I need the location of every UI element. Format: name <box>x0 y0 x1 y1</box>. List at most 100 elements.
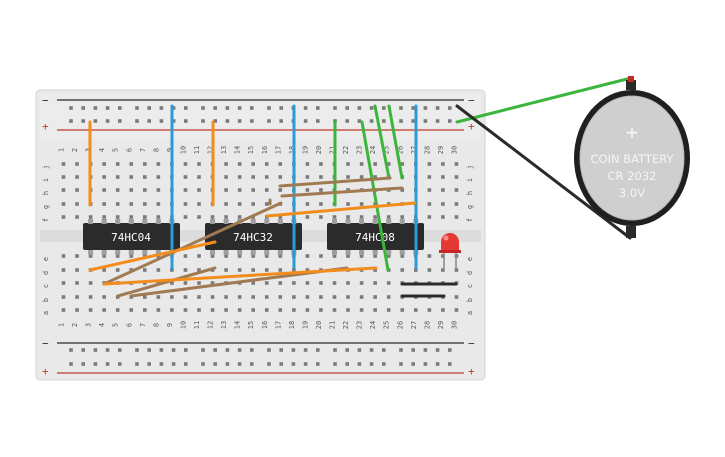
breadboard-hole[interactable] <box>373 295 377 299</box>
breadboard-hole[interactable] <box>115 215 120 219</box>
breadboard-hole[interactable] <box>454 175 459 179</box>
breadboard-hole[interactable] <box>278 268 283 272</box>
breadboard-hole[interactable] <box>441 202 445 206</box>
breadboard-hole[interactable] <box>115 202 120 206</box>
breadboard-hole[interactable] <box>225 362 230 366</box>
breadboard-hole[interactable] <box>427 188 432 192</box>
breadboard-hole[interactable] <box>69 106 73 110</box>
breadboard-hole[interactable] <box>88 215 93 219</box>
breadboard-hole[interactable] <box>291 362 296 366</box>
breadboard-hole[interactable] <box>213 362 217 366</box>
breadboard-hole[interactable] <box>115 268 120 272</box>
breadboard-hole[interactable] <box>267 362 271 366</box>
breadboard-hole[interactable] <box>61 175 66 179</box>
breadboard-hole[interactable] <box>170 308 174 312</box>
breadboard-hole[interactable] <box>267 106 271 110</box>
breadboard-hole[interactable] <box>93 348 98 352</box>
breadboard-hole[interactable] <box>346 202 350 206</box>
breadboard-hole[interactable] <box>414 268 418 272</box>
breadboard-hole[interactable] <box>143 202 147 206</box>
breadboard-hole[interactable] <box>454 215 459 219</box>
breadboard-hole[interactable] <box>102 268 106 272</box>
breadboard-hole[interactable] <box>454 295 459 299</box>
breadboard-hole[interactable] <box>411 106 415 110</box>
breadboard-hole[interactable] <box>237 202 242 206</box>
breadboard-hole[interactable] <box>115 162 120 166</box>
wire-green[interactable] <box>387 104 404 180</box>
breadboard-hole[interactable] <box>224 254 228 258</box>
breadboard-hole[interactable] <box>369 119 374 123</box>
breadboard-hole[interactable] <box>237 175 242 179</box>
chip-74hc08[interactable]: 74HC08 <box>327 223 424 250</box>
breadboard-hole[interactable] <box>386 308 391 312</box>
breadboard-hole[interactable] <box>210 281 215 285</box>
breadboard-hole[interactable] <box>264 202 269 206</box>
breadboard-hole[interactable] <box>316 106 320 110</box>
breadboard-hole[interactable] <box>171 119 176 123</box>
breadboard-hole[interactable] <box>171 362 176 366</box>
breadboard-hole[interactable] <box>423 106 428 110</box>
breadboard-hole[interactable] <box>250 362 254 366</box>
breadboard-hole[interactable] <box>373 268 377 272</box>
breadboard-hole[interactable] <box>382 362 386 366</box>
wire-black-battery[interactable] <box>455 104 632 240</box>
breadboard-hole[interactable] <box>359 254 364 258</box>
breadboard-hole[interactable] <box>278 188 283 192</box>
breadboard-hole[interactable] <box>346 254 350 258</box>
breadboard-hole[interactable] <box>305 202 310 206</box>
breadboard-hole[interactable] <box>237 162 242 166</box>
wire-brown[interactable] <box>280 186 404 198</box>
breadboard-hole[interactable] <box>197 254 201 258</box>
breadboard-hole[interactable] <box>319 215 323 219</box>
breadboard-hole[interactable] <box>400 162 405 166</box>
breadboard-hole[interactable] <box>264 254 269 258</box>
breadboard-hole[interactable] <box>115 254 120 258</box>
breadboard-hole[interactable] <box>427 215 432 219</box>
breadboard-hole[interactable] <box>333 106 337 110</box>
breadboard-hole[interactable] <box>291 348 296 352</box>
breadboard-hole[interactable] <box>435 362 440 366</box>
breadboard-hole[interactable] <box>115 188 120 192</box>
breadboard-hole[interactable] <box>359 175 364 179</box>
breadboard-hole[interactable] <box>345 106 349 110</box>
breadboard-hole[interactable] <box>386 295 391 299</box>
breadboard-hole[interactable] <box>292 281 296 285</box>
breadboard-hole[interactable] <box>143 254 147 258</box>
breadboard-hole[interactable] <box>143 188 147 192</box>
breadboard-hole[interactable] <box>373 175 377 179</box>
breadboard-hole[interactable] <box>237 119 242 123</box>
breadboard-hole[interactable] <box>75 162 79 166</box>
breadboard-hole[interactable] <box>143 308 147 312</box>
breadboard-hole[interactable] <box>279 362 283 366</box>
wire-green[interactable] <box>360 120 390 272</box>
breadboard-hole[interactable] <box>264 308 269 312</box>
breadboard-hole[interactable] <box>156 188 161 192</box>
breadboard-hole[interactable] <box>129 188 134 192</box>
breadboard-hole[interactable] <box>129 254 134 258</box>
breadboard-hole[interactable] <box>359 215 364 219</box>
breadboard-hole[interactable] <box>278 215 283 219</box>
breadboard-hole[interactable] <box>359 295 364 299</box>
breadboard-hole[interactable] <box>75 254 79 258</box>
breadboard-hole[interactable] <box>115 308 120 312</box>
breadboard-hole[interactable] <box>441 162 445 166</box>
breadboard-hole[interactable] <box>441 175 445 179</box>
red-led[interactable] <box>439 233 461 268</box>
breadboard-hole[interactable] <box>332 254 337 258</box>
breadboard-hole[interactable] <box>237 295 242 299</box>
breadboard-hole[interactable] <box>305 254 310 258</box>
breadboard-hole[interactable] <box>264 162 269 166</box>
breadboard-hole[interactable] <box>183 295 188 299</box>
breadboard-hole[interactable] <box>237 268 242 272</box>
wire-green[interactable] <box>373 104 391 180</box>
breadboard-hole[interactable] <box>129 202 134 206</box>
breadboard-hole[interactable] <box>102 215 106 219</box>
breadboard-hole[interactable] <box>251 254 255 258</box>
breadboard-hole[interactable] <box>345 119 349 123</box>
breadboard-hole[interactable] <box>118 362 122 366</box>
breadboard-hole[interactable] <box>147 106 151 110</box>
breadboard-hole[interactable] <box>319 162 323 166</box>
breadboard-hole[interactable] <box>143 295 147 299</box>
breadboard-hole[interactable] <box>386 281 391 285</box>
wire-orange[interactable] <box>102 266 378 286</box>
